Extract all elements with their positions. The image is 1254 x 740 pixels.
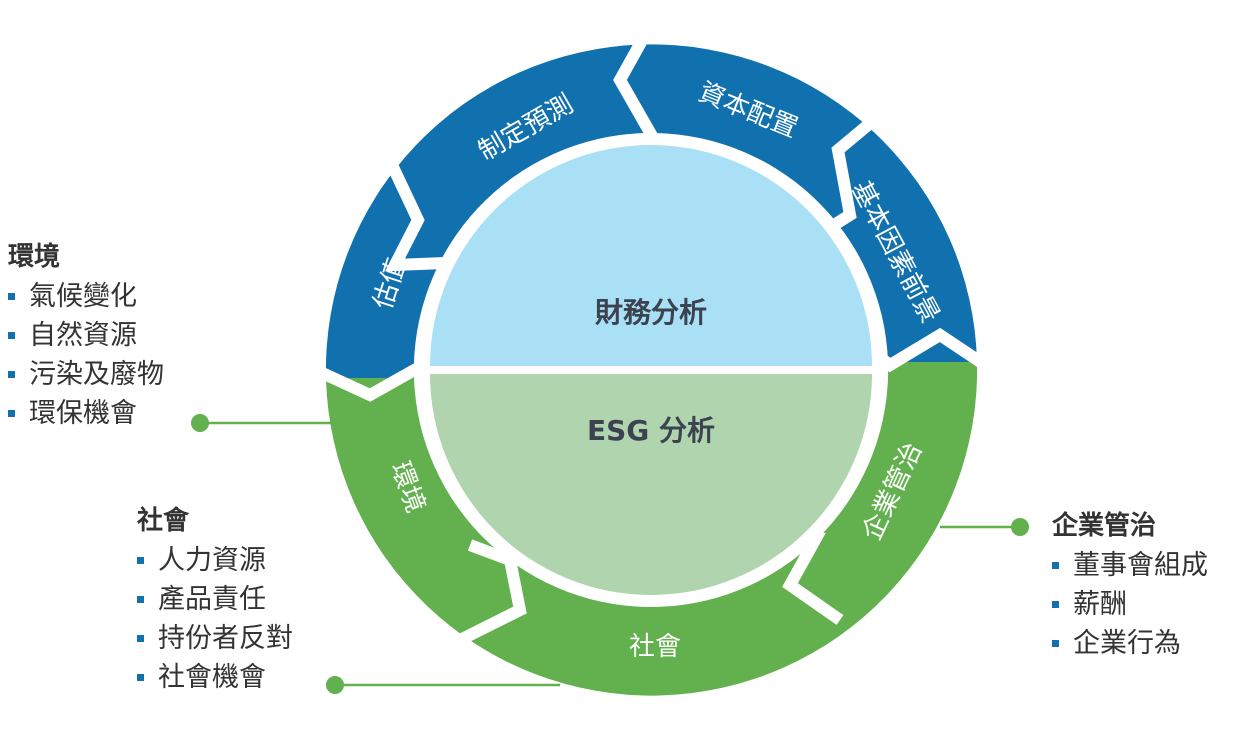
list-item-label: 持份者反對 [158,623,293,654]
list-item: 污染及廢物 [8,355,164,394]
list-item-label: 污染及廢物 [29,359,164,390]
bullet-icon [8,293,15,300]
bullet-icon [137,674,144,681]
bullet-icon [8,332,15,339]
governance-title: 企業管治 [1052,511,1157,541]
social-dot [326,676,344,694]
center-financial-label: 財務分析 [595,296,707,329]
bullet-icon [8,371,15,378]
environment-list: 環境 氣候變化 自然資源 污染及廢物 環保機會 [8,238,164,433]
list-item-label: 氣候變化 [29,281,137,312]
center-esg-label: ESG 分析 [587,414,715,447]
list-item-label: 自然資源 [29,320,137,351]
esg-analysis-half [430,374,872,595]
bullet-icon [137,635,144,642]
step-social: 社會 [629,632,681,662]
list-item-label: 環保機會 [29,398,137,429]
environment-title: 環境 [8,242,61,272]
list-item-label: 董事會組成 [1073,550,1208,581]
environment-dot [191,414,209,432]
list-item: 產品責任 [137,580,293,619]
separator [457,539,527,646]
governance-dot [1011,518,1029,536]
list-item-label: 企業行為 [1073,628,1181,659]
list-item-label: 社會機會 [158,662,266,693]
financial-ring [325,44,977,378]
bullet-icon [1052,601,1059,608]
list-item: 企業行為 [1052,624,1208,663]
bullet-icon [137,557,144,564]
financial-analysis-half [430,145,872,366]
list-item: 人力資源 [137,541,293,580]
list-item-label: 薪酬 [1073,589,1127,620]
bullet-icon [1052,640,1059,647]
list-item: 薪酬 [1052,585,1208,624]
list-item-label: 人力資源 [158,545,266,576]
list-item: 氣候變化 [8,277,164,316]
social-list: 社會 人力資源 產品責任 持份者反對 社會機會 [137,502,293,697]
separator [806,110,884,246]
separator [866,327,989,373]
bullet-icon [1052,562,1059,569]
separator [379,147,471,272]
list-item: 董事會組成 [1052,546,1208,585]
list-item: 自然資源 [8,316,164,355]
governance-list: 企業管治 董事會組成 薪酬 企業行為 [1052,507,1208,663]
list-item: 持份者反對 [137,619,293,658]
list-item: 環保機會 [8,394,164,433]
bullet-icon [8,410,15,417]
list-item-label: 產品責任 [158,584,266,615]
esg-ring [326,362,978,696]
bullet-icon [137,596,144,603]
list-item: 社會機會 [137,658,293,697]
social-title: 社會 [137,506,190,536]
